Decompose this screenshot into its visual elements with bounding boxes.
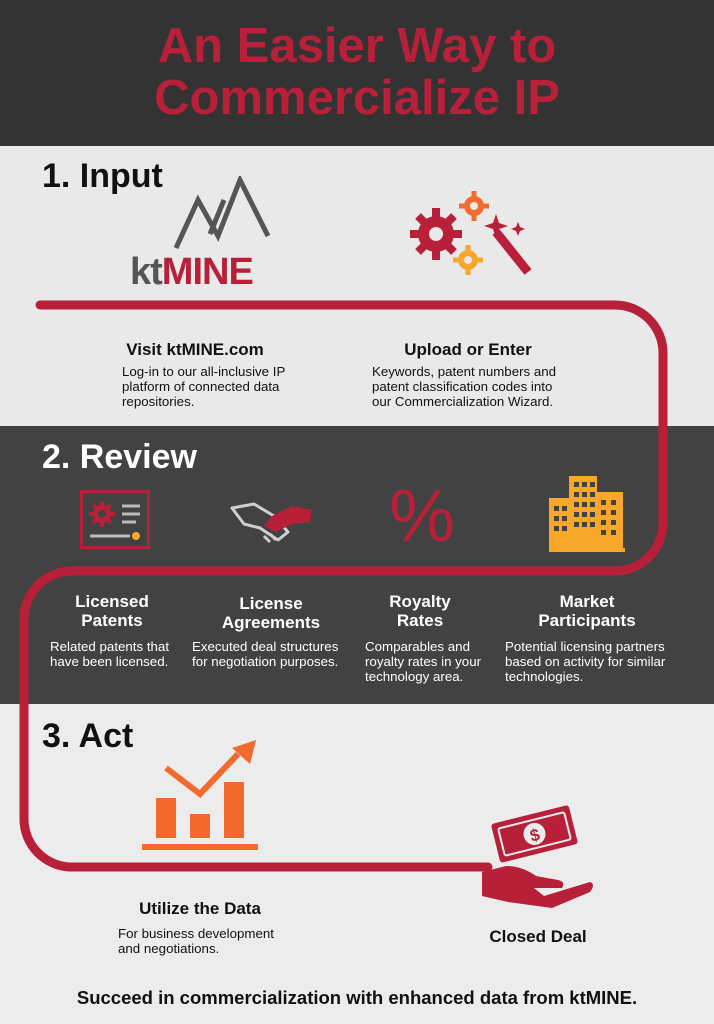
section-heading-review: 2. Review	[42, 438, 197, 476]
title-line-2: Commercialize IP	[154, 71, 560, 125]
handshake-icon	[230, 502, 312, 544]
logo-prefix: kt	[130, 251, 163, 293]
step-text-visit: Log-in to our all-inclusive IP platform …	[122, 364, 286, 409]
review-title-licensed-patents: Licensed Patents	[75, 592, 149, 630]
header-band	[0, 0, 714, 146]
mountain-icon	[173, 173, 271, 250]
act-title-utilize: Utilize the Data	[139, 899, 261, 918]
section-heading-input: 1. Input	[42, 157, 163, 195]
percent-icon: %	[389, 474, 455, 557]
review-text-market-participants: Potential licensing partners based on ac…	[505, 639, 666, 684]
step-text-upload: Keywords, patent numbers and patent clas…	[372, 364, 557, 409]
ktmine-logo: ktMINE	[128, 173, 278, 293]
review-title-market-participants: Market Participants	[538, 592, 636, 630]
footer-tagline: Succeed in commercialization with enhanc…	[76, 987, 638, 1008]
growth-chart-icon	[142, 740, 258, 850]
page-title: An Easier Way to Commercialize IP	[0, 20, 714, 124]
review-text-license-agreements: Executed deal structures for negotiation…	[192, 639, 339, 669]
step-title-upload: Upload or Enter	[404, 340, 532, 359]
title-line-1: An Easier Way to	[157, 19, 557, 73]
step-title-visit: Visit ktMINE.com	[126, 340, 264, 359]
review-section	[0, 426, 714, 704]
gear-wand-icon	[410, 191, 532, 275]
logo-word: MINE	[161, 251, 254, 293]
act-text-utilize: For business development and negotiation…	[118, 926, 274, 956]
review-title-royalty-rates: Royalty Rates	[389, 592, 451, 630]
act-title-closed-deal: Closed Deal	[489, 927, 587, 946]
review-text-royalty-rates: Comparables and royalty rates in your te…	[365, 639, 482, 684]
money-hand-icon: $	[482, 805, 593, 908]
buildings-icon	[549, 476, 625, 552]
certificate-icon	[80, 490, 150, 549]
review-text-licensed-patents: Related patents that have been licensed.	[50, 639, 170, 669]
input-section	[0, 146, 714, 426]
section-heading-act: 3. Act	[42, 717, 134, 755]
review-title-license-agreements: License Agreements	[221, 594, 321, 632]
